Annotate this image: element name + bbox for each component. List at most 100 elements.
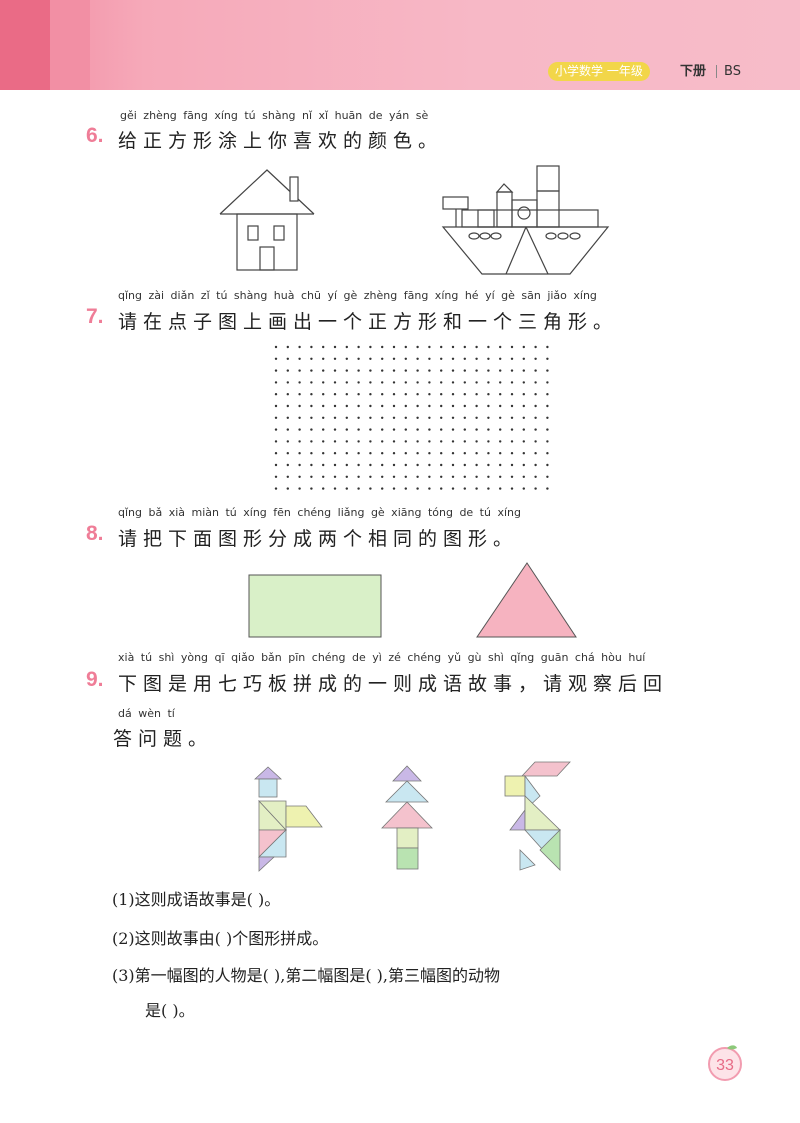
grid-dot[interactable] <box>333 475 337 478</box>
grid-dot[interactable] <box>463 440 466 443</box>
grid-dot[interactable] <box>357 393 360 396</box>
grid-dot[interactable] <box>475 381 478 384</box>
grid-dot[interactable] <box>522 463 525 467</box>
grid-dot[interactable] <box>428 416 431 419</box>
grid-dot[interactable] <box>369 428 372 431</box>
grid-dot[interactable] <box>428 475 431 478</box>
grid-dot[interactable] <box>522 440 525 443</box>
grid-dot[interactable] <box>428 487 431 490</box>
grid-dot[interactable] <box>451 440 455 443</box>
grid-dot[interactable] <box>369 369 372 372</box>
grid-dot[interactable] <box>522 452 525 455</box>
grid-dot[interactable] <box>298 393 301 396</box>
grid-dot[interactable] <box>463 393 466 396</box>
grid-dot[interactable] <box>546 369 549 372</box>
grid-dot[interactable] <box>534 381 537 384</box>
grid-dot[interactable] <box>487 475 490 478</box>
grid-dot[interactable] <box>345 452 348 455</box>
grid-dot[interactable] <box>322 381 325 384</box>
grid-dot[interactable] <box>345 475 348 478</box>
grid-dot[interactable] <box>392 416 396 419</box>
grid-dot[interactable] <box>392 440 396 443</box>
grid-dot[interactable] <box>428 452 431 455</box>
grid-dot[interactable] <box>510 357 514 360</box>
grid-dot[interactable] <box>440 452 443 455</box>
grid-dot[interactable] <box>274 440 278 443</box>
grid-dot[interactable] <box>286 345 289 349</box>
grid-dot[interactable] <box>298 404 301 408</box>
grid-dot[interactable] <box>475 404 478 408</box>
grid-dot[interactable] <box>392 369 396 372</box>
grid-dot[interactable] <box>440 345 443 349</box>
grid-dot[interactable] <box>322 463 325 467</box>
grid-dot[interactable] <box>392 487 396 490</box>
grid-dot[interactable] <box>522 416 525 419</box>
grid-dot[interactable] <box>463 463 466 467</box>
grid-dot[interactable] <box>475 357 478 360</box>
grid-dot[interactable] <box>440 369 443 372</box>
grid-dot[interactable] <box>345 381 348 384</box>
grid-dot[interactable] <box>487 381 490 384</box>
grid-dot[interactable] <box>345 357 348 360</box>
grid-dot[interactable] <box>322 416 325 419</box>
grid-dot[interactable] <box>274 452 278 455</box>
grid-dot[interactable] <box>451 416 455 419</box>
grid-dot[interactable] <box>440 463 443 467</box>
grid-dot[interactable] <box>286 416 289 419</box>
grid-dot[interactable] <box>333 487 337 490</box>
grid-dot[interactable] <box>510 428 514 431</box>
grid-dot[interactable] <box>534 416 537 419</box>
grid-dot[interactable] <box>369 357 372 360</box>
grid-dot[interactable] <box>451 452 455 455</box>
grid-dot[interactable] <box>392 463 396 467</box>
grid-dot[interactable] <box>487 369 490 372</box>
grid-dot[interactable] <box>310 369 313 372</box>
grid-dot[interactable] <box>428 463 431 467</box>
grid-dot[interactable] <box>298 428 301 431</box>
grid-dot[interactable] <box>510 345 514 349</box>
grid-dot[interactable] <box>475 369 478 372</box>
grid-dot[interactable] <box>475 487 478 490</box>
grid-dot[interactable] <box>322 369 325 372</box>
grid-dot[interactable] <box>440 487 443 490</box>
grid-dot[interactable] <box>322 475 325 478</box>
grid-dot[interactable] <box>522 357 525 360</box>
grid-dot[interactable] <box>440 428 443 431</box>
grid-dot[interactable] <box>534 452 537 455</box>
grid-dot[interactable] <box>404 404 407 408</box>
grid-dot[interactable] <box>274 416 278 419</box>
grid-dot[interactable] <box>475 475 478 478</box>
grid-dot[interactable] <box>333 357 337 360</box>
grid-dot[interactable] <box>381 369 384 372</box>
grid-dot[interactable] <box>416 393 419 396</box>
grid-dot[interactable] <box>369 345 372 349</box>
grid-dot[interactable] <box>487 440 490 443</box>
grid-dot[interactable] <box>404 381 407 384</box>
grid-dot[interactable] <box>392 404 396 408</box>
grid-dot[interactable] <box>499 428 502 431</box>
grid-dot[interactable] <box>451 463 455 467</box>
grid-dot[interactable] <box>499 463 502 467</box>
grid-dot[interactable] <box>510 416 514 419</box>
grid-dot[interactable] <box>416 345 419 349</box>
grid-dot[interactable] <box>463 487 466 490</box>
grid-dot[interactable] <box>333 381 337 384</box>
grid-dot[interactable] <box>310 393 313 396</box>
grid-dot[interactable] <box>534 345 537 349</box>
grid-dot[interactable] <box>381 440 384 443</box>
grid-dot[interactable] <box>381 463 384 467</box>
grid-dot[interactable] <box>381 345 384 349</box>
grid-dot[interactable] <box>404 452 407 455</box>
grid-dot[interactable] <box>463 345 466 349</box>
grid-dot[interactable] <box>510 393 514 396</box>
grid-dot[interactable] <box>487 357 490 360</box>
grid-dot[interactable] <box>522 393 525 396</box>
grid-dot[interactable] <box>475 428 478 431</box>
grid-dot[interactable] <box>369 452 372 455</box>
grid-dot[interactable] <box>357 369 360 372</box>
grid-dot[interactable] <box>534 393 537 396</box>
grid-dot[interactable] <box>499 440 502 443</box>
grid-dot[interactable] <box>322 404 325 408</box>
grid-dot[interactable] <box>546 428 549 431</box>
grid-dot[interactable] <box>286 369 289 372</box>
